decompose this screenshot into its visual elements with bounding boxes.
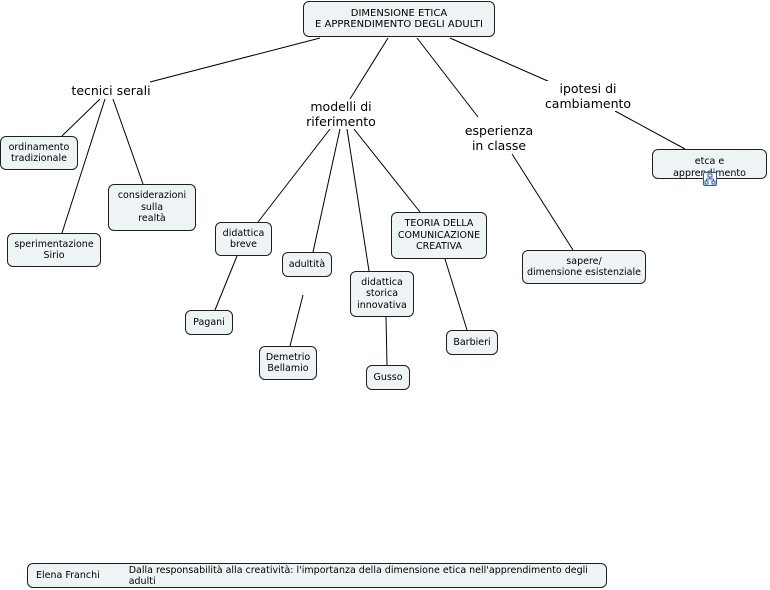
concept-considerazioni[interactable]: considerazioni sulla realtà (108, 184, 196, 231)
concept-sperimentazione[interactable]: sperimentazione Sirio (7, 233, 101, 267)
concept-sapere[interactable]: sapere/ dimensione esistenziale (522, 250, 646, 284)
link-tecnici-considerazioni (112, 98, 144, 185)
concept-gusso[interactable]: Gusso (366, 365, 410, 390)
link-root-ipotesi (449, 37, 551, 83)
concept-adulta[interactable]: adultità (282, 252, 332, 277)
concept-didattica-storica[interactable]: didattica storica innovativa (350, 271, 414, 317)
link-adulta-bellamio (289, 294, 304, 347)
link-modelli-adulta (312, 128, 341, 253)
phrase-modelli-riferimento[interactable]: modelli di riferimento (303, 99, 379, 129)
link-root-esperienza (416, 37, 479, 118)
link-storica-gusso (385, 316, 388, 366)
link-teoria-barbieri (444, 258, 468, 331)
footer-title: Dalla responsabilità alla creatività: l'… (128, 564, 588, 587)
concept-pagani[interactable]: Pagani (185, 310, 233, 335)
footer-bar: Elena Franchi Dalla responsabilità alla … (27, 563, 607, 588)
link-modelli-didattica-breve (257, 128, 331, 223)
link-root-tecnici (149, 37, 321, 83)
concept-map-icon[interactable] (703, 172, 717, 186)
link-root-modelli (349, 37, 389, 100)
link-tecnici-sperimentazione (61, 98, 106, 234)
link-modelli-storica (346, 128, 370, 272)
concept-barbieri[interactable]: Barbieri (446, 330, 498, 355)
phrase-ipotesi-cambiamento[interactable]: ipotesi di cambiamento (543, 81, 633, 111)
link-tecnici-ordinamento (61, 98, 101, 137)
footer-author: Elena Franchi (36, 570, 100, 581)
link-ipotesi-etca (614, 110, 686, 150)
concept-ordinamento[interactable]: ordinamento tradizionale (0, 136, 78, 170)
root-concept[interactable]: DIMENSIONE ETICA E APPRENDIMENTO DEGLI A… (303, 1, 495, 37)
concept-didattica-breve[interactable]: didattica breve (215, 222, 272, 256)
phrase-tecnici-serali[interactable]: tecnici serali (70, 83, 152, 98)
phrase-esperienza-classe[interactable]: esperienza in classe (462, 123, 536, 153)
concept-teoria-comunicazione[interactable]: TEORIA DELLA COMUNICAZIONE CREATIVA (391, 212, 487, 259)
link-breve-pagani (214, 255, 238, 311)
link-modelli-teoria (353, 128, 421, 213)
concept-bellamio[interactable]: Demetrio Bellamio (259, 346, 317, 380)
link-esperienza-sapere (511, 153, 574, 251)
